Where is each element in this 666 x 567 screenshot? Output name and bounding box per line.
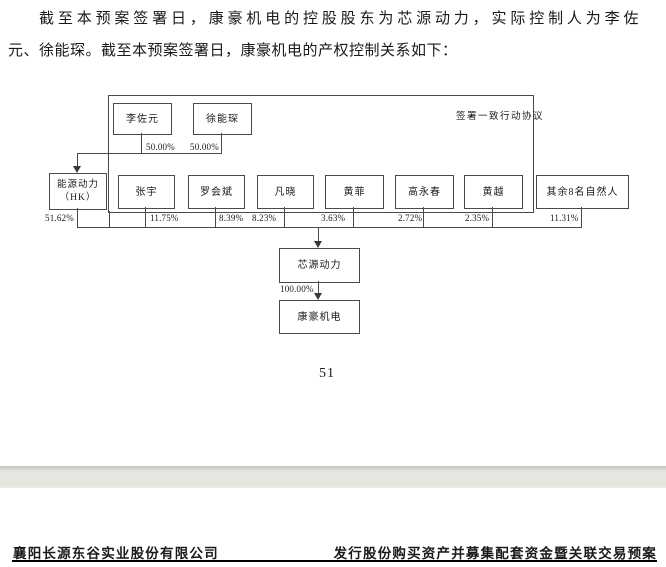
shareholder-name: 罗会斌 [200, 186, 233, 198]
ownership-pct: 11.31% [550, 213, 579, 223]
controller-box-lizuoyuan: 李佐元 [113, 103, 172, 135]
arrowhead-down-icon [73, 166, 81, 173]
agreement-label: 签署一致行动协议 [456, 112, 545, 122]
ownership-pct: 2.35% [465, 213, 490, 223]
controller-box-xunengchen: 徐能琛 [193, 103, 252, 135]
concerted-action-group-box [108, 95, 534, 213]
connector-line [318, 227, 319, 242]
shareholder-box-gaoyongchun: 高永春 [395, 175, 454, 209]
shareholder-name: 其余8名自然人 [546, 186, 619, 198]
shareholder-name: 能源动力 [56, 180, 99, 191]
connector-line [492, 207, 493, 227]
connector-line [215, 207, 216, 227]
ownership-pct: 2.72% [398, 213, 423, 223]
connector-line [353, 207, 354, 227]
shareholder-box-luohuibin: 罗会斌 [188, 175, 245, 209]
shareholder-box-fanxiao: 凡晓 [257, 175, 314, 209]
header-document-title: 发行股份购买资产并募集配套资金暨关联交易预案 [333, 546, 657, 561]
bus-line [77, 227, 582, 228]
ownership-pct: 50.00% [190, 142, 219, 152]
header-rule [12, 560, 657, 562]
ownership-pct: 8.23% [252, 213, 277, 223]
paragraph-line: 元、徐能琛。截至本预案签署日，康豪机电的产权控制关系如下： [8, 43, 458, 59]
connector-line [318, 281, 319, 294]
shareholder-box-huangyue: 黄越 [464, 175, 523, 209]
connector-line [77, 153, 78, 166]
ownership-pct: 100.00% [280, 284, 314, 294]
ownership-pct: 50.00% [146, 142, 175, 152]
shareholder-name: 凡晓 [274, 186, 297, 198]
connector-line [284, 207, 285, 227]
connector-line [109, 211, 110, 227]
shareholder-box-zhangyu: 张宇 [118, 175, 175, 209]
controller-name: 徐能琛 [206, 113, 239, 125]
arrowhead-down-icon [314, 241, 322, 248]
holding-company-name: 芯源动力 [297, 260, 342, 271]
target-company-name: 康豪机电 [297, 311, 342, 323]
arrowhead-down-icon [314, 293, 322, 300]
shareholder-name: 黄菲 [343, 186, 366, 198]
connector-line [221, 133, 222, 153]
ownership-pct: 8.39% [219, 213, 244, 223]
intro-paragraph: 截至本预案签署日，康豪机电的控股股东为芯源动力，实际控制人为李佐 元、徐能琛。截… [8, 3, 639, 67]
shareholder-name: 张宇 [135, 186, 158, 198]
shareholder-name: （HK） [59, 192, 97, 203]
paragraph-line: 截至本预案签署日，康豪机电的控股股东为芯源动力，实际控制人为李佐 [39, 11, 639, 27]
connector-line [581, 207, 582, 227]
ownership-pct: 11.75% [150, 213, 179, 223]
controller-name: 李佐元 [126, 113, 159, 125]
ownership-pct: 51.62% [45, 213, 74, 223]
shareholder-box-other-8-persons: 其余8名自然人 [536, 175, 629, 209]
holding-company-box: 芯源动力 [279, 248, 360, 283]
connector-line [423, 207, 424, 227]
connector-line [141, 133, 142, 153]
ownership-pct: 3.63% [321, 213, 346, 223]
connector-line [145, 207, 146, 227]
shareholder-name: 高永春 [408, 186, 441, 198]
header-company-name: 襄阳长源东谷实业股份有限公司 [13, 546, 219, 561]
page-gap-band [0, 466, 666, 488]
connector-line [77, 208, 78, 227]
connector-line [77, 153, 222, 154]
target-company-box: 康豪机电 [279, 300, 360, 334]
shareholder-box-nengyuan-hk: 能源动力 （HK） [49, 173, 107, 210]
page-number: 51 [319, 366, 335, 381]
shareholder-box-huangfei: 黄菲 [325, 175, 384, 209]
shareholder-name: 黄越 [482, 186, 505, 198]
